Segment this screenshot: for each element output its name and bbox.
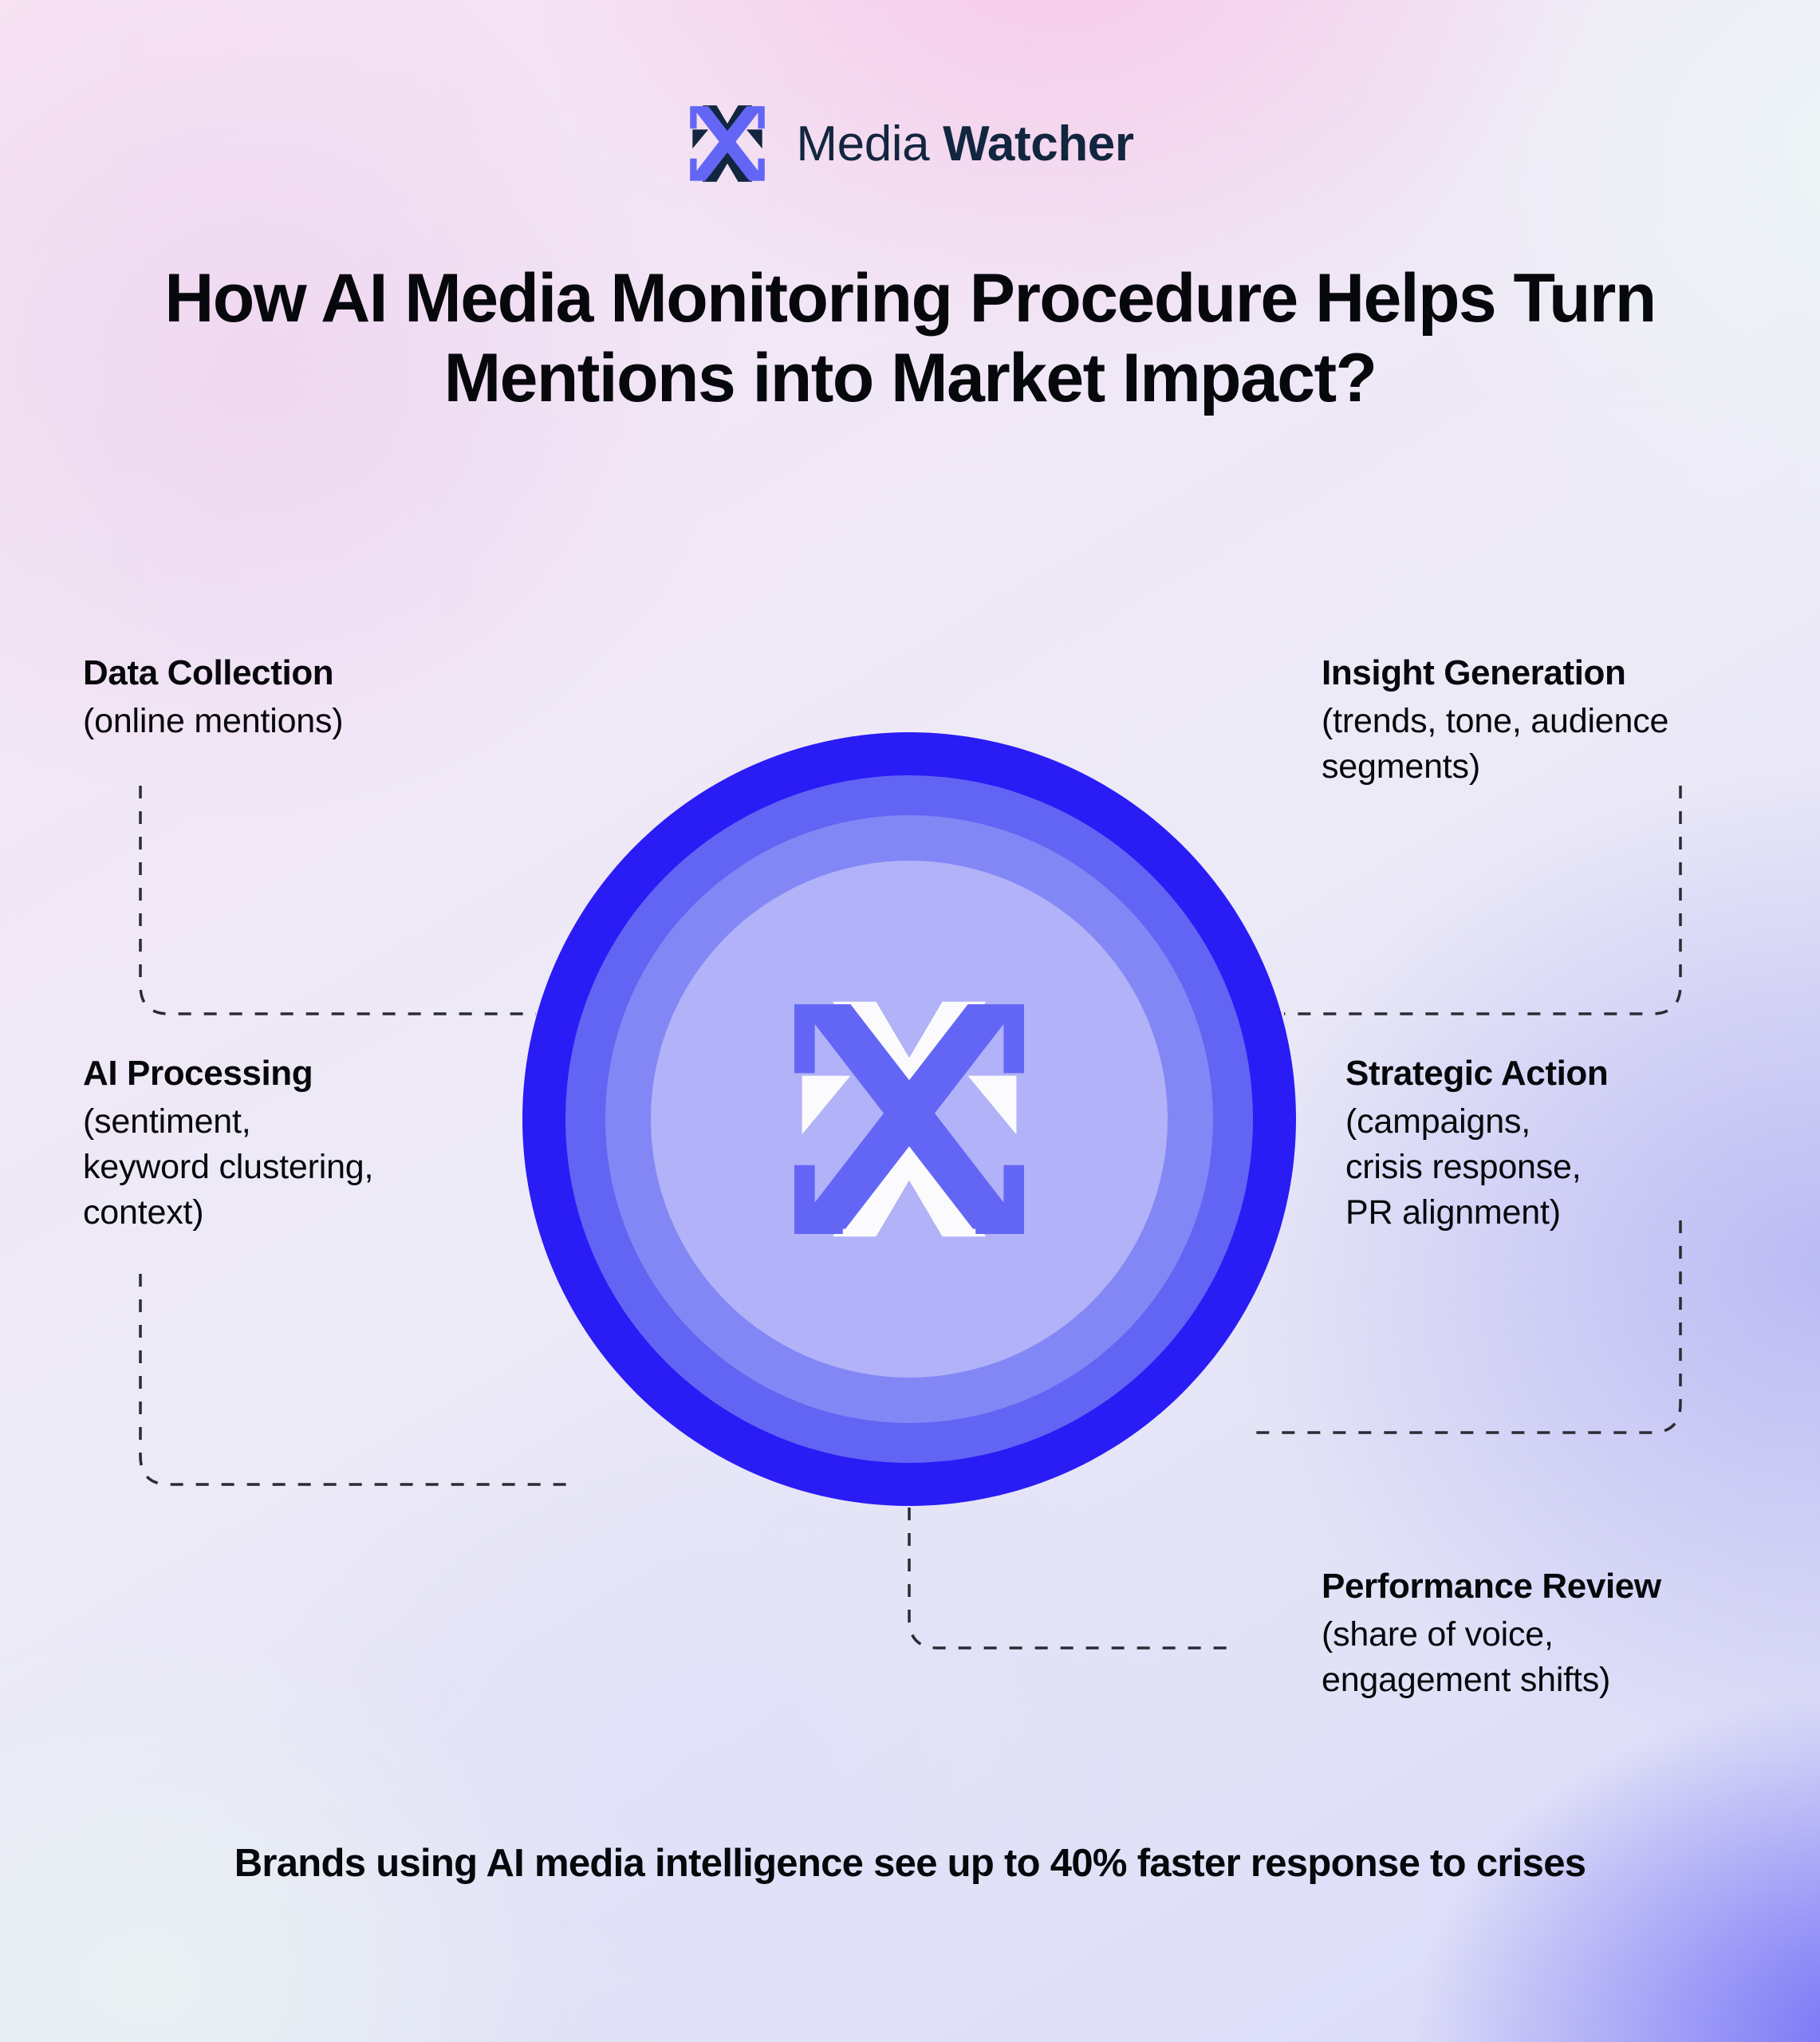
central-circle-graphic [522,732,1296,1506]
media-watcher-x-logo-icon [690,105,766,182]
footer-statistic: Brands using AI media intelligence see u… [234,1842,1586,1885]
step-detail: (trends, tone, audience segments) [1322,701,1669,786]
step-detail: (sentiment, keyword clustering, context) [83,1102,374,1232]
step-label-performance-review: Performance Review (share of voice, enga… [1322,1566,1800,1703]
connector-ai-processing [139,1274,568,1486]
brand-header: Media Watcher [0,102,1820,185]
step-heading: AI Processing [83,1054,313,1093]
step-label-insight-generation: Insight Generation (trends, tone, audien… [1322,652,1800,790]
connector-strategic-action [1254,1220,1682,1434]
step-detail: (share of voice, engagement shifts) [1322,1614,1611,1700]
page-title: How AI Media Monitoring Procedure Helps … [164,260,1657,416]
step-heading: Data Collection [83,653,334,692]
brand-name-bold: Watcher [943,116,1134,171]
brand-name-light: Media [796,116,930,171]
connector-insight-generation [1284,786,1682,1015]
brand-wordmark: Media Watcher [796,116,1134,172]
connector-data-collection [139,786,536,1015]
step-label-ai-processing: AI Processing (sentiment, keyword cluste… [83,1053,530,1236]
step-heading: Performance Review [1322,1567,1661,1606]
step-detail: (online mentions) [83,701,344,740]
step-label-strategic-action: Strategic Action (campaigns, crisis resp… [1345,1053,1792,1236]
step-heading: Insight Generation [1322,653,1626,692]
media-watcher-x-logo-large-icon [794,1001,1024,1237]
connector-performance-review [908,1508,1235,1650]
step-detail: (campaigns, crisis response, PR alignmen… [1345,1102,1582,1232]
step-heading: Strategic Action [1345,1054,1609,1093]
step-label-data-collection: Data Collection (online mentions) [83,652,577,744]
